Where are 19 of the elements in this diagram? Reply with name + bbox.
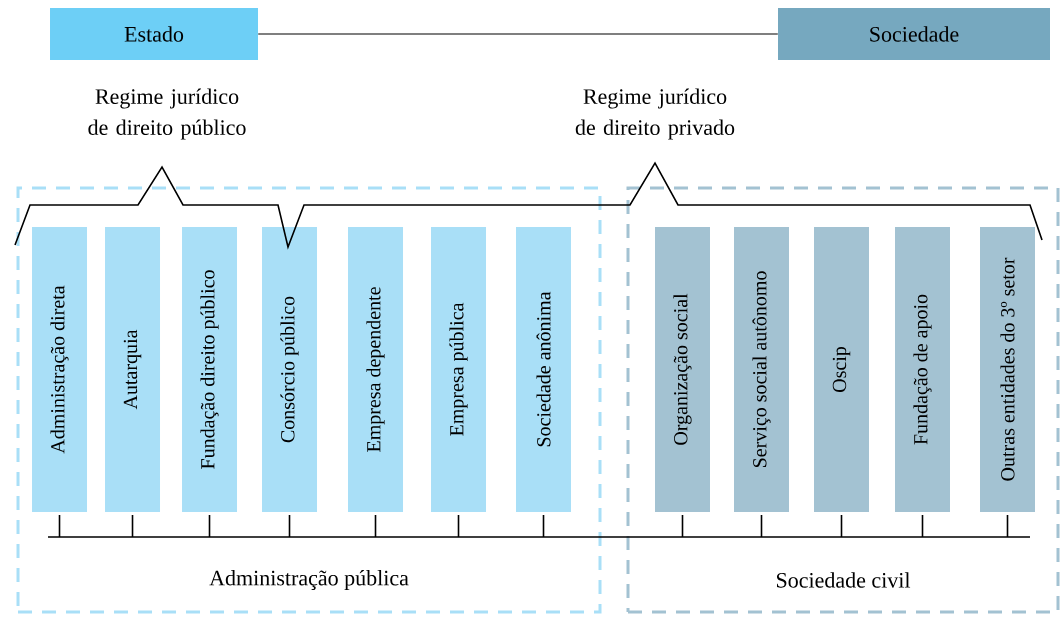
entity-bar: Administração direta [32, 227, 87, 512]
entity-bar: Empresa pública [431, 227, 486, 512]
regime-label: Regime jurídico de direito público [88, 88, 246, 140]
entity-bar: Outras entidades do 3º setor [980, 227, 1035, 512]
group-label: Administração pública [209, 570, 409, 590]
entity-bar: Empresa dependente [348, 227, 403, 512]
regime-label: Regime jurídico de direito privado [575, 88, 735, 140]
entity-bar: Fundação de apoio [895, 227, 950, 512]
entity-bar: Serviço social autônomo [734, 227, 789, 512]
group-label: Sociedade civil [776, 572, 911, 588]
entity-bar: Consórcio público [262, 227, 317, 512]
connector-line [257, 33, 779, 35]
entity-bar: Fundação direito público [182, 227, 237, 512]
entity-bar: Autarquia [105, 227, 160, 512]
entity-bar: Oscip [814, 227, 869, 512]
header-box: Sociedade [778, 8, 1050, 60]
entity-bar: Sociedade anônima [516, 227, 571, 512]
header-box: Estado [50, 8, 258, 60]
entity-bar: Organização social [655, 227, 710, 512]
